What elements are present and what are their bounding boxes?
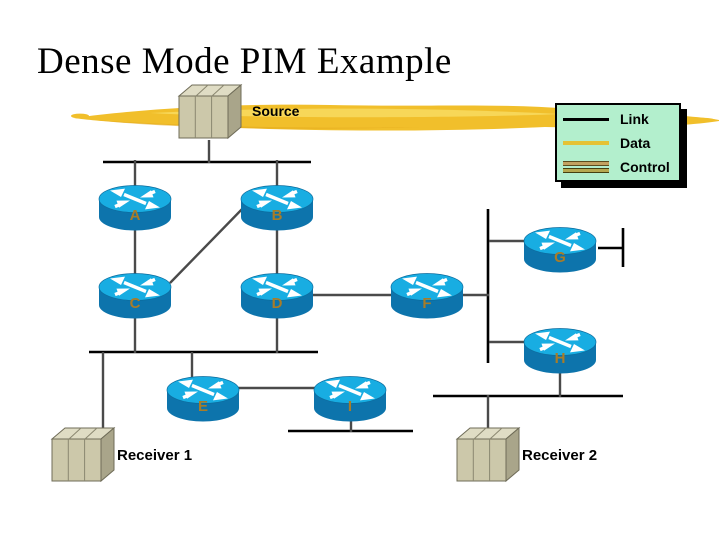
brush-stroke-dark [95, 120, 420, 129]
brush-dab-left [71, 113, 89, 119]
legend-link-swatch [563, 117, 609, 121]
source-label: Source [252, 103, 300, 119]
connector-b-c-diagonal [169, 203, 248, 284]
source-host-icon [178, 84, 242, 139]
legend-control-swatch [563, 161, 609, 173]
router-f-label: F [422, 295, 432, 312]
receiver1-label: Receiver 1 [117, 447, 193, 464]
router-c-label: C [129, 295, 141, 312]
receiver2-host-icon [456, 427, 520, 482]
router-e-label: E [197, 398, 208, 415]
legend-link-label: Link [620, 111, 649, 127]
receiver2-label: Receiver 2 [522, 447, 598, 464]
brush-dab-right [691, 117, 715, 123]
router-d-label: D [271, 295, 283, 312]
router-b-label: B [271, 207, 283, 224]
receiver1-host-icon [51, 427, 115, 482]
legend-data-swatch [563, 141, 609, 145]
router-g-label: G [554, 249, 566, 266]
legend-row-data: Data [557, 131, 679, 155]
legend-row-link: Link [557, 107, 679, 131]
page-title: Dense Mode PIM Example [37, 41, 452, 82]
router-a-label: A [129, 207, 141, 224]
legend-box: Link Data Control [555, 103, 681, 182]
router-h-label: H [554, 350, 566, 367]
legend-row-control: Control [557, 155, 679, 179]
router-i-label: I [347, 398, 353, 415]
legend-control-label: Control [620, 159, 670, 175]
legend-data-label: Data [620, 135, 651, 151]
